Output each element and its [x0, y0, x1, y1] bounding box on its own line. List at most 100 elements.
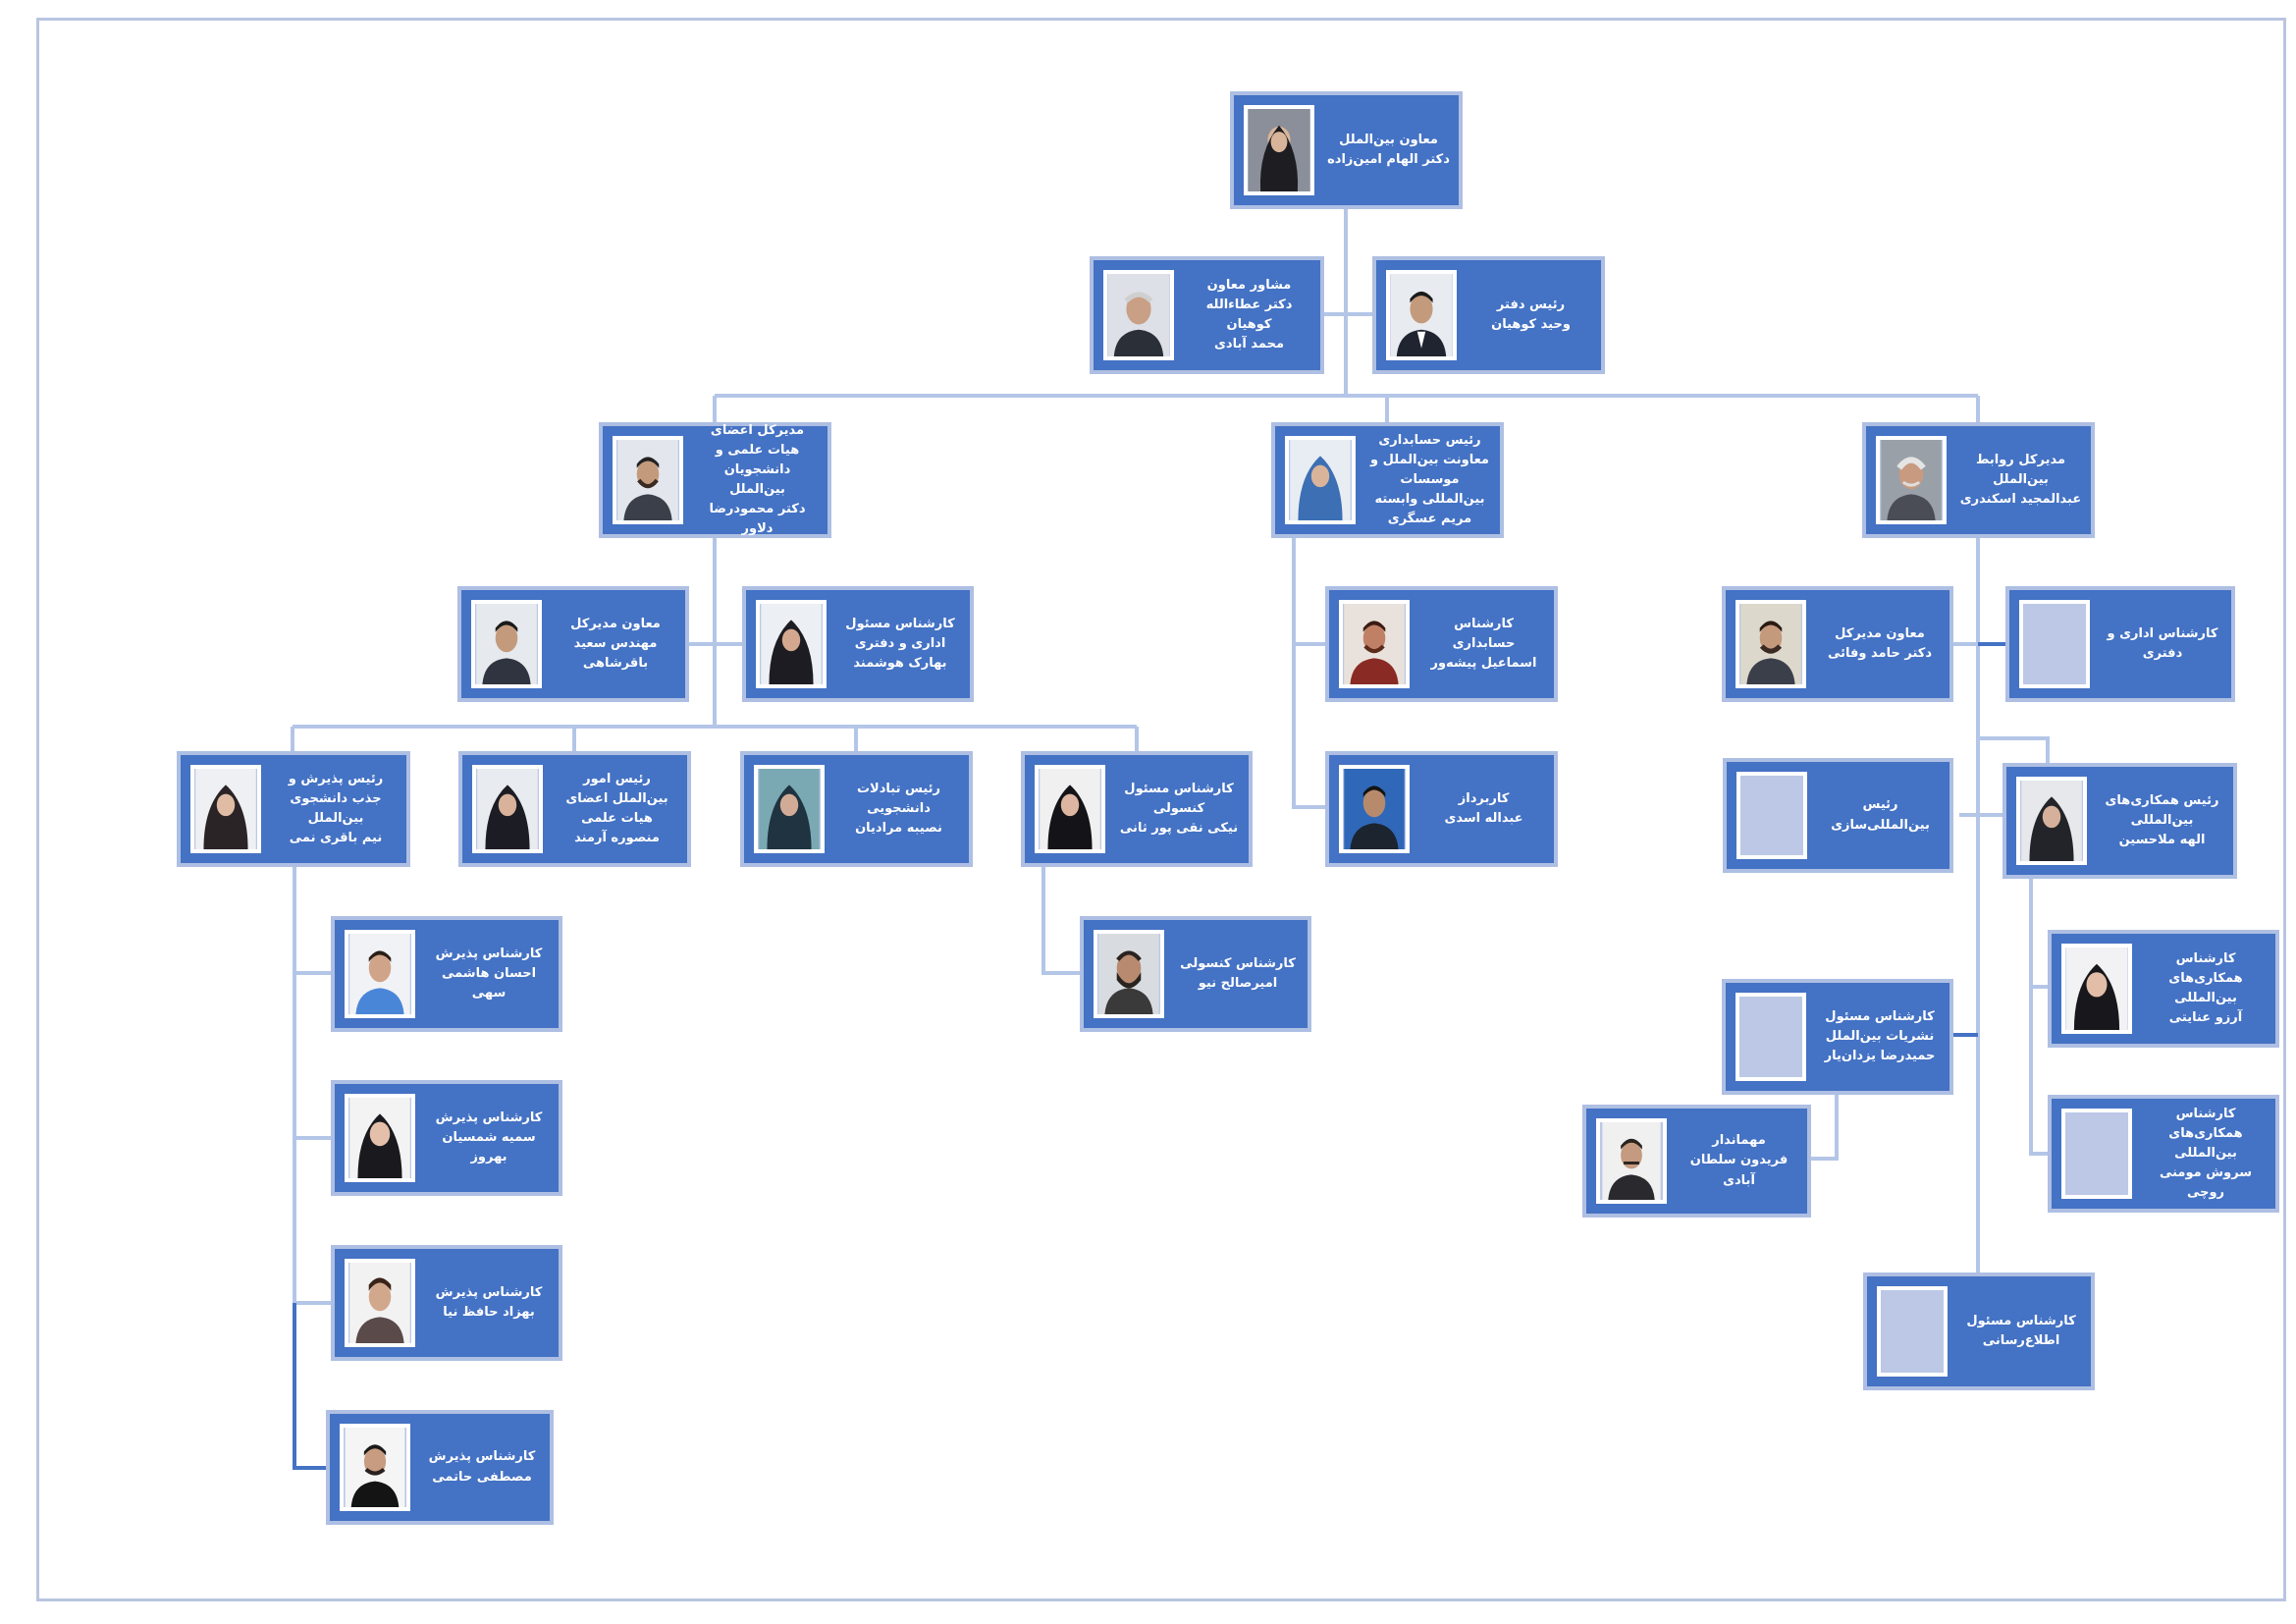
card-dg-deputy-left[interactable]: معاون مدیرکل مهندس سعید باقرشاهی	[457, 586, 689, 702]
card-title: کاربرداز	[1458, 790, 1510, 806]
card-title: کارشناس پذیرش	[435, 946, 543, 961]
card-name: امیرصالح نیو	[1198, 976, 1278, 991]
card-title: کارشناس همکاری‌های بین‌المللی	[2168, 1106, 2243, 1161]
photo-male	[471, 600, 542, 688]
card-title: کارشناس پذیرش	[435, 1110, 543, 1125]
card-title: مشاور معاون	[1206, 277, 1292, 293]
page-frame	[36, 18, 2286, 1601]
photo-male	[1735, 600, 1806, 688]
card-admin-expert-right[interactable]: کارشناس اداری و دفتری	[2005, 586, 2235, 702]
card-name: منصوره آرمند	[574, 831, 660, 846]
card-name: وحید کوهیان	[1491, 317, 1571, 332]
card-name: فریدون سلطان آبادی	[1689, 1153, 1789, 1188]
card-admission-expert-4[interactable]: کارشناس پذیرش مصطفی حاتمی	[326, 1410, 554, 1525]
photo-male-light	[340, 1424, 410, 1511]
photo-male-light	[345, 1259, 415, 1347]
photo-female-light	[345, 1094, 415, 1182]
card-title: مدیرکل روابط بین‌الملل	[1975, 452, 2066, 487]
photo-female	[1035, 765, 1105, 853]
card-name-2: محمد آبادی	[1214, 337, 1284, 352]
photo-male	[613, 436, 683, 524]
card-accounting-expert[interactable]: کارشناس حسابداری اسماعیل پیشه‌ور	[1325, 586, 1558, 702]
card-name: اطلاع‌رسانی	[1982, 1333, 2060, 1348]
photo-female-blue	[1285, 436, 1356, 524]
card-name: مریم عسگری	[1387, 512, 1472, 527]
card-admission-expert-1[interactable]: کارشناس پذیرش احسان هاشمی سهی	[331, 916, 562, 1032]
card-name: نیم باقری نمی	[289, 831, 383, 846]
photo-male	[1339, 765, 1410, 853]
card-host[interactable]: مهماندار فریدون سلطان آبادی	[1582, 1105, 1811, 1218]
photo-placeholder	[2061, 1109, 2132, 1199]
card-name: احسان هاشمی سهی	[441, 965, 537, 1001]
card-admission-expert-2[interactable]: کارشناس پذیرش سمیه شمسیان بهروز	[331, 1080, 562, 1196]
card-name: عبداله اسدی	[1444, 811, 1523, 826]
card-title: رئیس دفتر	[1496, 297, 1566, 312]
card-title: کارشناس پذیرش	[435, 1284, 543, 1300]
card-consular-expert[interactable]: کارشناس کنسولی امیرصالح نیو	[1080, 916, 1311, 1032]
card-title: کارشناس پذیرش	[428, 1449, 536, 1465]
card-name: دکتر حامد وفائی	[1828, 646, 1932, 661]
photo-male-old	[1596, 1118, 1667, 1204]
card-name: مصطفی حاتمی	[432, 1469, 532, 1485]
photo-female-teal	[754, 765, 825, 853]
photo-placeholder	[2019, 600, 2090, 688]
photo-male-red	[1339, 600, 1410, 688]
photo-female	[756, 600, 827, 688]
photo-female	[1244, 105, 1314, 195]
card-title: کارشناس کنسولی	[1180, 955, 1296, 971]
card-title: کارشناس حسابداری	[1452, 616, 1516, 651]
card-intl-coop-expert-1[interactable]: کارشناس همکاری‌های بین‌المللی آرزو عنایتی	[2048, 930, 2279, 1048]
photo-placeholder	[1736, 772, 1807, 859]
card-title: رئیس بین‌المللی‌سازی	[1831, 797, 1930, 833]
card-faculty-affairs-dg[interactable]: مدیرکل اعضای هیات علمی و دانشجویان بین‌ا…	[599, 422, 831, 538]
card-name: آرزو عنایتی	[2168, 1010, 2243, 1026]
card-internationalization-head[interactable]: رئیس بین‌المللی‌سازی	[1723, 758, 1953, 873]
card-publications-lead[interactable]: کارشناس مسئول نشریات بین‌الملل حمیدرضا یز…	[1722, 979, 1953, 1095]
card-title: مهماندار	[1712, 1133, 1766, 1149]
card-title: کارشناس مسئول اداری و دفتری	[845, 616, 955, 651]
card-office-head[interactable]: رئیس دفتر وحید کوهیان	[1372, 256, 1605, 374]
card-name: مهندس سعید باقرشاهی	[573, 635, 658, 672]
card-title: رئیس حسابداری معاونت بین‌الملل و موسسات …	[1370, 432, 1489, 508]
card-name: الهه ملاحسین	[2118, 833, 2206, 848]
card-admission-head[interactable]: رئیس پذیرش و جذب دانشجوی بین‌الملل نیم با…	[177, 751, 410, 867]
card-name: دکتر محمودرضا دلاور	[709, 502, 806, 537]
card-title: مدیرکل اعضای هیات علمی و دانشجویان بین‌ا…	[710, 422, 805, 497]
card-admin-expert-left[interactable]: کارشناس مسئول اداری و دفتری بهارک هوشمند	[742, 586, 974, 702]
card-name: سروش مومنی روچی	[2159, 1165, 2253, 1201]
card-title: رئیس پذیرش و جذب دانشجوی بین‌الملل	[288, 771, 384, 826]
card-name: حمیدرضا یزدان‌یار	[1824, 1049, 1936, 1064]
card-name: سمیه شمسیان بهروز	[442, 1129, 536, 1165]
card-title: کارشناس اداری و دفتری	[2107, 625, 2218, 661]
card-title: معاون مدیرکل	[1835, 625, 1925, 641]
card-title: کارشناس مسئول نشریات بین‌الملل	[1825, 1008, 1935, 1044]
card-accounting-head[interactable]: رئیس حسابداری معاونت بین‌الملل و موسسات …	[1271, 422, 1504, 538]
photo-male	[1386, 270, 1457, 360]
card-name: نصیبه مرادیان	[855, 821, 942, 837]
card-operator[interactable]: کاربرداز عبداله اسدی	[1325, 751, 1558, 867]
card-name: بهارک هوشمند	[853, 656, 947, 672]
card-admission-expert-3[interactable]: کارشناس پذیرش بهزاد حافظ نیا	[331, 1245, 562, 1361]
card-faculty-intl-head[interactable]: رئیس امور بین‌الملل اعضای هیات علمی منصور…	[458, 751, 691, 867]
card-title: کارشناس مسئول کنسولی	[1124, 781, 1234, 816]
photo-placeholder	[1877, 1286, 1948, 1377]
card-title: رئیس امور بین‌الملل اعضای هیات علمی	[565, 771, 668, 826]
photo-female	[2016, 777, 2087, 865]
card-name: بهزاد حافظ نیا	[443, 1305, 535, 1320]
card-name: عبدالمجید اسکندری	[1959, 492, 2082, 508]
card-title: معاون مدیرکل	[570, 616, 661, 631]
card-title: کارشناس همکاری‌های بین‌المللی	[2168, 950, 2243, 1005]
card-dg-deputy-right[interactable]: معاون مدیرکل دکتر حامد وفائی	[1722, 586, 1953, 702]
card-student-exchange-head[interactable]: رئیس تبادلات دانشجویی نصیبه مرادیان	[740, 751, 973, 867]
card-name: اسماعیل پیشه‌ور	[1430, 656, 1537, 672]
card-intl-coop-expert-2[interactable]: کارشناس همکاری‌های بین‌المللی سروش مومنی …	[2048, 1095, 2279, 1213]
photo-male-blue	[345, 930, 415, 1018]
card-title: رئیس تبادلات دانشجویی	[856, 781, 941, 816]
card-relations-dg[interactable]: مدیرکل روابط بین‌الملل عبدالمجید اسکندری	[1862, 422, 2095, 538]
